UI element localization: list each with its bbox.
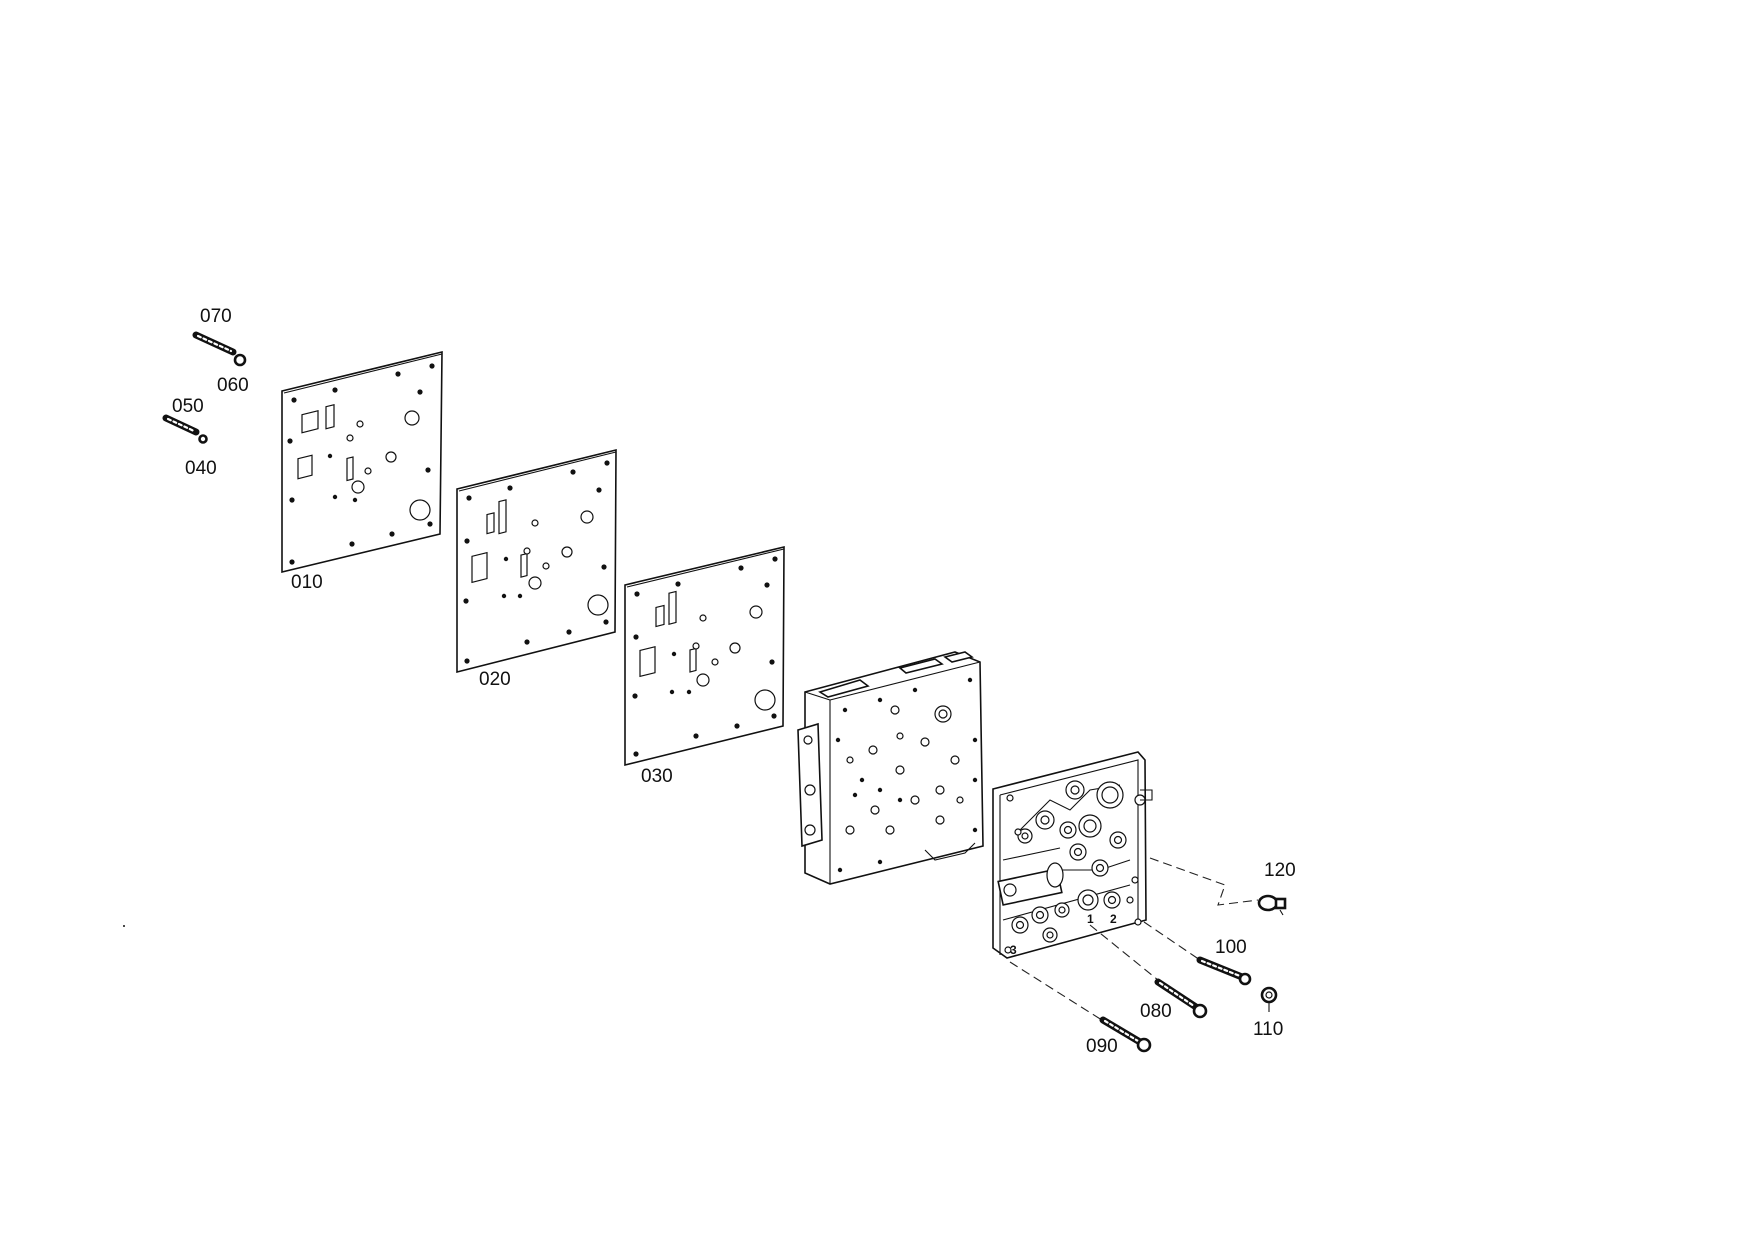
callout-060: 060 [217, 375, 249, 396]
valve-mark-1: 1 [1087, 912, 1094, 926]
callout-070: 070 [200, 306, 232, 327]
sensor-120 [1257, 894, 1287, 916]
stud-050 [162, 414, 200, 436]
plate-020 [456, 448, 617, 674]
nut-060 [233, 353, 247, 367]
stray-mark [123, 925, 125, 927]
valve-mark-3: 3 [1010, 943, 1017, 957]
callout-020: 020 [479, 669, 511, 690]
bolt-080 [1154, 978, 1208, 1019]
callout-120: 120 [1264, 860, 1296, 881]
plate-030 [624, 545, 785, 767]
callout-080: 080 [1140, 1001, 1172, 1022]
leader-lines [1009, 857, 1259, 1023]
bolt-100 [1196, 956, 1252, 986]
stud-070 [192, 331, 237, 356]
nut-110 [1260, 986, 1278, 1012]
bolt-090 [1099, 1016, 1152, 1053]
callout-050: 050 [172, 396, 204, 417]
callout-100: 100 [1215, 937, 1247, 958]
valve-plate-assembly [992, 751, 1153, 959]
callout-040: 040 [185, 458, 217, 479]
washer-040 [198, 434, 208, 444]
callout-110: 110 [1253, 1019, 1284, 1040]
callout-090: 090 [1086, 1036, 1118, 1057]
callout-030: 030 [641, 766, 673, 787]
plate-010 [281, 350, 443, 574]
valve-mark-2: 2 [1110, 912, 1117, 926]
valve-housing [797, 651, 984, 885]
callout-010: 010 [291, 572, 323, 593]
